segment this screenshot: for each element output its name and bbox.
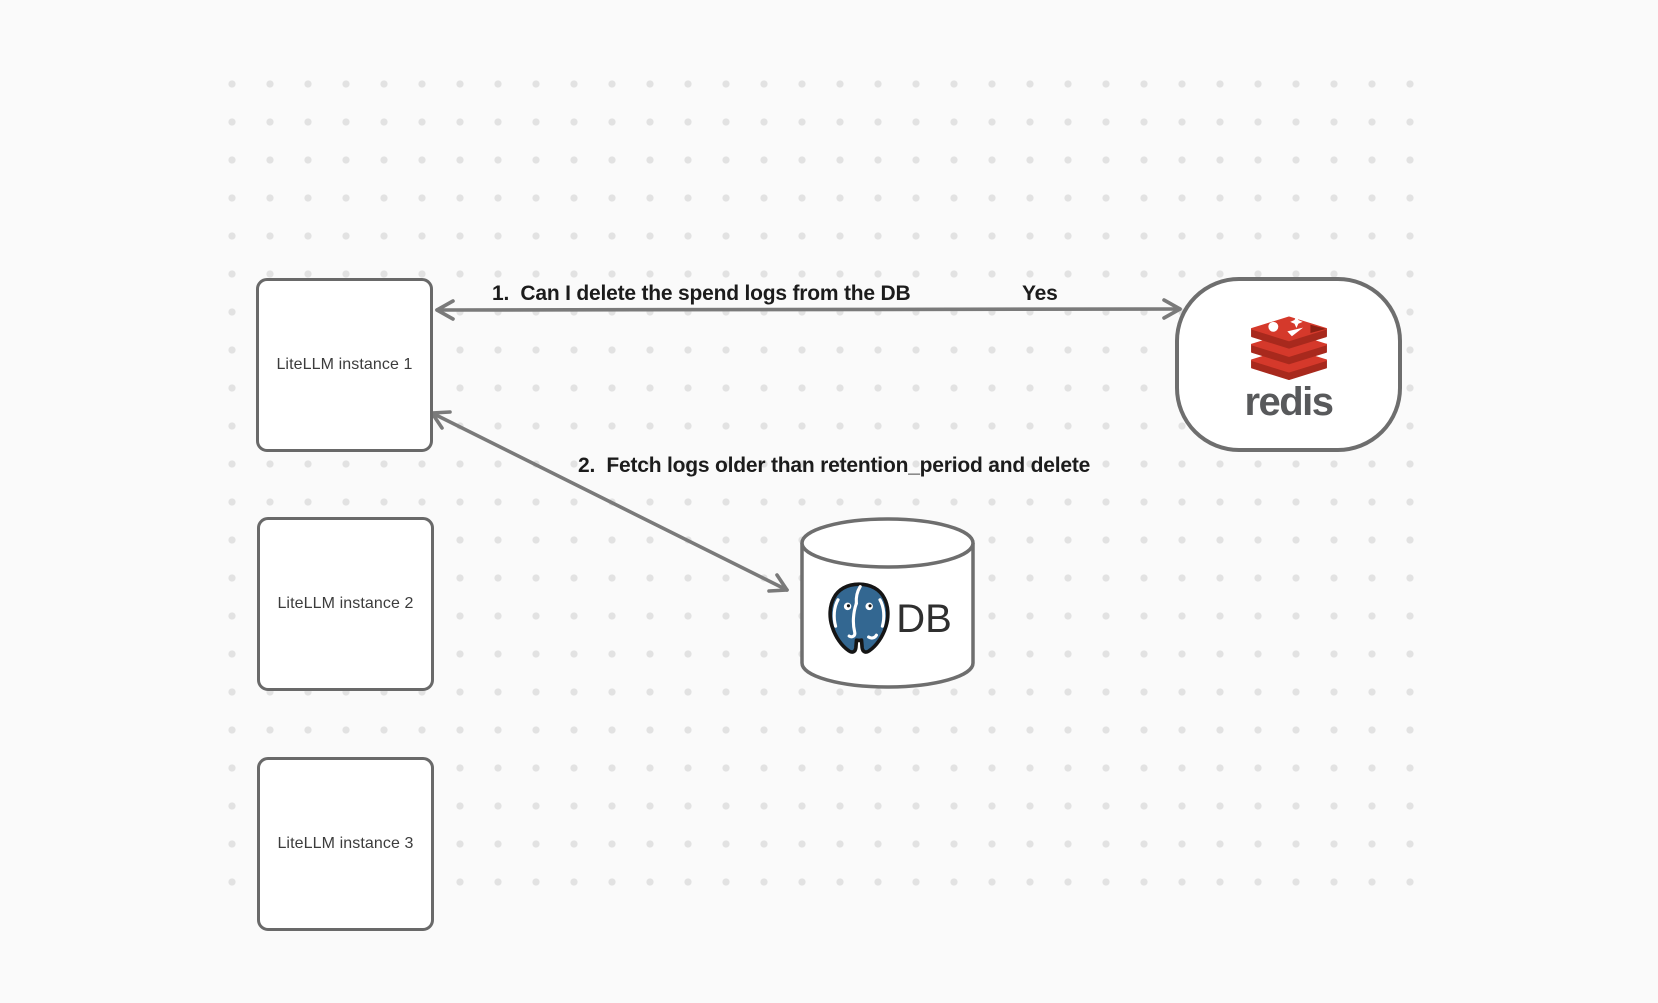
node-label: LiteLLM instance 3 — [277, 835, 414, 852]
db-label: DB — [896, 597, 952, 641]
redis-logo-icon — [1250, 315, 1327, 380]
node-litellm-instance-1[interactable]: LiteLLM instance 1 — [256, 278, 433, 452]
node-litellm-instance-2[interactable]: LiteLLM instance 2 — [257, 517, 434, 691]
arrow-1-reply-label[interactable]: Yes — [1022, 282, 1058, 305]
postgresql-logo-icon — [828, 582, 890, 654]
arrow-1-label[interactable]: 1. Can I delete the spend logs from the … — [492, 282, 911, 305]
node-database[interactable]: DB — [799, 516, 976, 690]
node-redis[interactable]: redis — [1175, 277, 1402, 452]
redis-wordmark: redis — [1244, 379, 1334, 424]
node-label: LiteLLM instance 1 — [276, 356, 413, 373]
node-label: LiteLLM instance 2 — [277, 595, 414, 612]
arrow-2-label[interactable]: 2. Fetch logs older than retention_perio… — [578, 454, 1091, 477]
node-litellm-instance-3[interactable]: LiteLLM instance 3 — [257, 757, 434, 931]
